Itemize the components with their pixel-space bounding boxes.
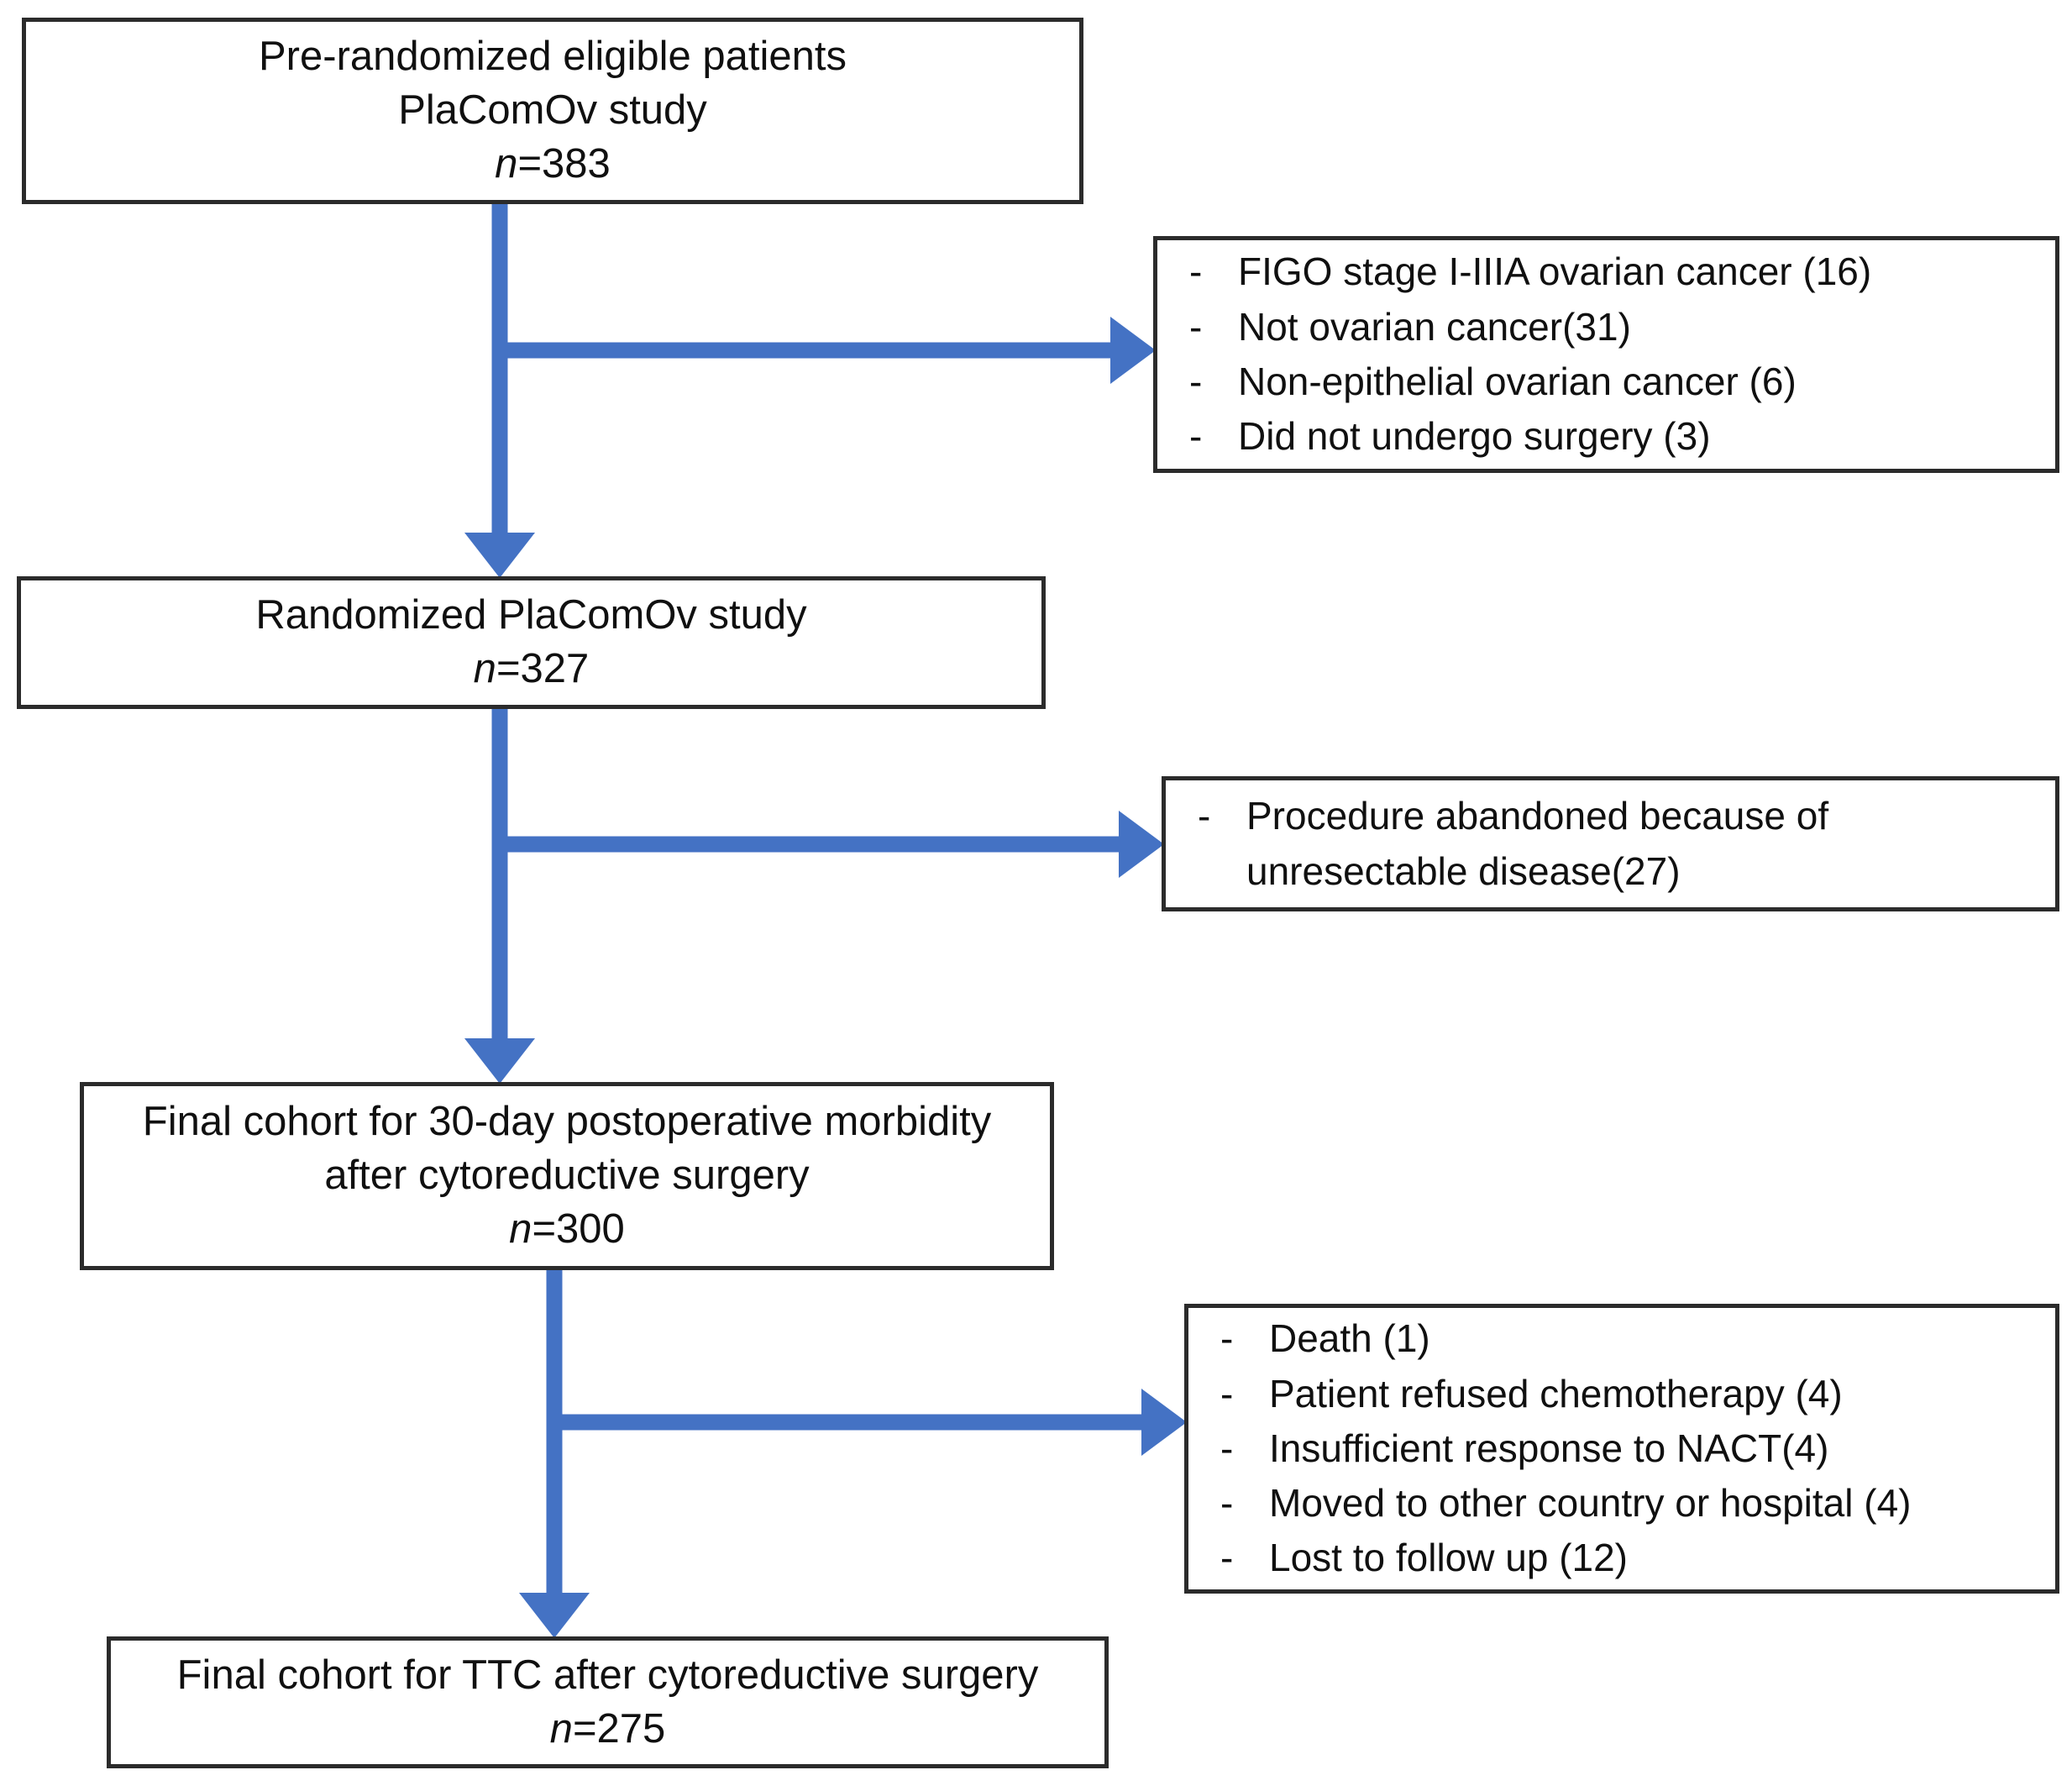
n-value: =275 <box>572 1705 666 1752</box>
exclusion-box-3: - Death (1) - Patient refused chemothera… <box>1184 1304 2059 1594</box>
arrowhead-right-3 <box>1141 1389 1187 1456</box>
arrowhead-down-3 <box>519 1593 590 1638</box>
n-value: =327 <box>496 646 590 691</box>
arrow-group-1 <box>464 204 1156 578</box>
exclusion-item: - Death (1) <box>1188 1311 2055 1366</box>
exclusion-list-1: - FIGO stage I-IIIA ovarian cancer (16) … <box>1157 244 2055 464</box>
exclusion-item-text: Patient refused chemotherapy (4) <box>1269 1371 1843 1415</box>
exclusion-item-text: Moved to other country or hospital (4) <box>1269 1481 1912 1526</box>
node-final-cohort-morbidity-count: n=300 <box>509 1203 625 1257</box>
arrowhead-right-1 <box>1110 317 1156 384</box>
arrowhead-right-2 <box>1119 811 1164 878</box>
bullet-dash-icon: - <box>1220 1426 1234 1470</box>
node-pre-randomized-line-1: Pre-randomized eligible patients <box>259 34 847 80</box>
n-italic: n <box>473 646 496 691</box>
exclusion-item: - Did not undergo surgery (3) <box>1157 409 2055 464</box>
bullet-dash-icon: - <box>1189 304 1203 349</box>
exclusion-item: - Procedure abandoned because of unresec… <box>1166 789 2055 899</box>
n-italic: n <box>509 1205 532 1252</box>
exclusion-item-text: Insufficient response to NACT(4) <box>1269 1426 1829 1470</box>
arrowhead-down-1 <box>464 533 535 578</box>
exclusion-item: - Lost to follow up (12) <box>1188 1531 2055 1585</box>
n-italic: n <box>495 140 518 186</box>
exclusion-item: - FIGO stage I-IIIA ovarian cancer (16) <box>1157 244 2055 299</box>
exclusion-item: - Moved to other country or hospital (4) <box>1188 1476 2055 1531</box>
bullet-dash-icon: - <box>1220 1316 1234 1361</box>
node-final-cohort-morbidity: Final cohort for 30-day postoperative mo… <box>80 1082 1054 1270</box>
exclusion-item-text: Did not undergo surgery (3) <box>1238 414 1711 459</box>
exclusion-item-text: Death (1) <box>1269 1316 1430 1361</box>
exclusion-item: - Non-epithelial ovarian cancer (6) <box>1157 355 2055 409</box>
exclusion-box-1: - FIGO stage I-IIIA ovarian cancer (16) … <box>1153 236 2059 473</box>
node-pre-randomized-count: n=383 <box>495 138 611 192</box>
exclusion-list-2: - Procedure abandoned because of unresec… <box>1166 789 2055 899</box>
node-final-cohort-ttc-line-1: Final cohort for TTC after cytoreductive… <box>176 1652 1039 1698</box>
bullet-dash-icon: - <box>1189 249 1203 294</box>
exclusion-item-text: Procedure abandoned because of unresecta… <box>1246 794 1829 893</box>
node-final-cohort-ttc-count: n=275 <box>550 1703 666 1757</box>
exclusion-item-text: Lost to follow up (12) <box>1269 1536 1629 1580</box>
bullet-dash-icon: - <box>1220 1371 1234 1415</box>
node-final-cohort-ttc: Final cohort for TTC after cytoreductive… <box>107 1636 1109 1768</box>
bullet-dash-icon: - <box>1189 360 1203 403</box>
arrow-group-3 <box>519 1270 1187 1638</box>
n-italic: n <box>549 1705 573 1752</box>
exclusion-item-text: Not ovarian cancer(31) <box>1238 304 1631 349</box>
exclusion-item-text: Non-epithelial ovarian cancer (6) <box>1238 360 1797 403</box>
exclusion-list-3: - Death (1) - Patient refused chemothera… <box>1188 1311 2055 1586</box>
bullet-dash-icon: - <box>1220 1481 1234 1526</box>
bullet-dash-icon: - <box>1220 1536 1234 1580</box>
node-final-cohort-morbidity-line-2: after cytoreductive surgery <box>324 1153 810 1199</box>
n-value: =300 <box>532 1205 625 1252</box>
exclusion-item: - Insufficient response to NACT(4) <box>1188 1421 2055 1476</box>
exclusion-item: - Not ovarian cancer(31) <box>1157 300 2055 355</box>
bullet-dash-icon: - <box>1198 794 1211 838</box>
bullet-dash-icon: - <box>1189 414 1203 459</box>
exclusion-item-text: FIGO stage I-IIIA ovarian cancer (16) <box>1238 249 1872 294</box>
node-randomized-count: n=327 <box>474 643 590 696</box>
node-randomized-line-1: Randomized PlaComOv study <box>255 592 807 638</box>
arrow-group-2 <box>464 708 1164 1084</box>
node-pre-randomized-line-2: PlaComOv study <box>398 87 707 134</box>
arrowhead-down-2 <box>464 1038 535 1084</box>
n-value: =383 <box>517 140 611 186</box>
node-final-cohort-morbidity-line-1: Final cohort for 30-day postoperative mo… <box>142 1099 992 1145</box>
node-pre-randomized: Pre-randomized eligible patients PlaComO… <box>22 18 1083 204</box>
exclusion-item: - Patient refused chemotherapy (4) <box>1188 1367 2055 1421</box>
node-randomized: Randomized PlaComOv study n=327 <box>17 576 1046 709</box>
exclusion-box-2: - Procedure abandoned because of unresec… <box>1162 776 2059 911</box>
